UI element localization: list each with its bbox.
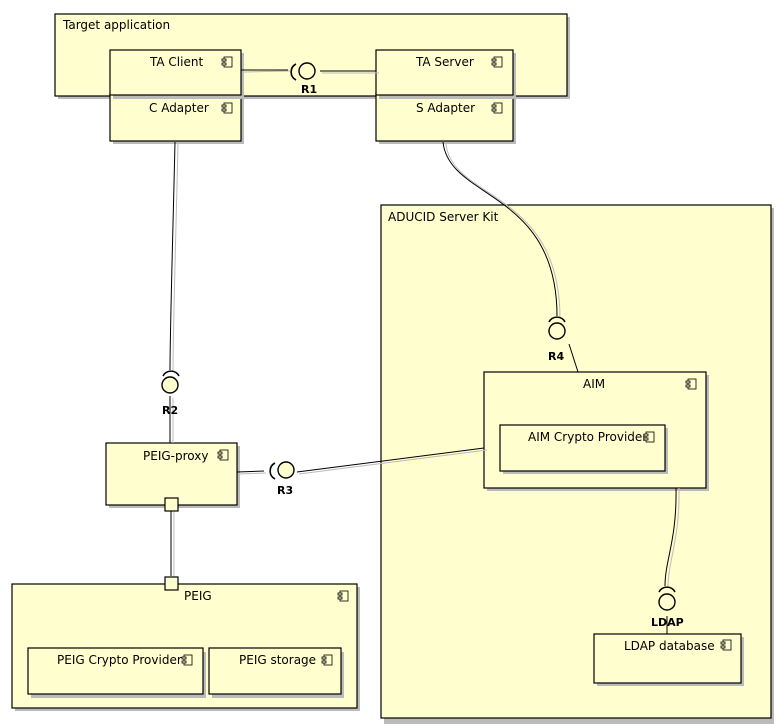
component-label-ta-server: TA Server xyxy=(415,55,474,69)
connector-r3-aim xyxy=(296,447,488,475)
package-label-aducid-server-kit: ADUCID Server Kit xyxy=(388,210,499,224)
component-s-adapter: S Adapter xyxy=(375,92,516,144)
interface-r4: R4 xyxy=(548,316,566,363)
component-aim-crypto-provider: AIM Crypto Provider xyxy=(499,424,668,474)
connector-s-adapter-r4 xyxy=(442,141,561,319)
connector-r4-aim xyxy=(568,343,579,373)
interface-label-r4: R4 xyxy=(548,350,564,363)
component-ta-client: TA Client xyxy=(109,49,244,99)
interface-r3: R3 xyxy=(269,461,295,497)
port-square-peig xyxy=(164,576,179,591)
interface-label-r2: R2 xyxy=(162,404,178,417)
component-label-peig: PEIG xyxy=(184,589,212,603)
component-ta-server: TA Server xyxy=(375,49,516,99)
component-label-peig-crypto-provider: PEIG Crypto Provider xyxy=(57,653,182,667)
component-peig-storage: PEIG storage xyxy=(208,647,344,698)
interface-label-r1: R1 xyxy=(301,83,317,96)
component-peig: PEIG PEIG Crypto Provider PEIG storage xyxy=(11,583,360,711)
interface-r2: R2 xyxy=(161,370,180,417)
port-square-peig-proxy xyxy=(164,497,179,512)
connector-c-adapter-r2 xyxy=(169,141,179,373)
package-label-target-application: Target application xyxy=(62,18,170,32)
component-aim: AIM AIM Crypto Provider xyxy=(483,371,709,491)
interface-r1: R1 xyxy=(290,62,317,96)
component-peig-crypto-provider: PEIG Crypto Provider xyxy=(27,647,206,698)
component-label-ta-client: TA Client xyxy=(149,55,203,69)
component-c-adapter: C Adapter xyxy=(109,92,244,144)
connector-ta-client-r1 xyxy=(241,69,291,73)
interface-ldap: LDAP xyxy=(651,586,684,629)
connector-aim-ldap xyxy=(664,487,680,589)
component-label-ldap-database: LDAP database xyxy=(624,639,715,653)
connector-peig-proxy-peig xyxy=(170,510,175,578)
component-label-aim: AIM xyxy=(583,377,605,391)
component-label-peig-storage: PEIG storage xyxy=(239,653,316,667)
connector-peig-proxy-r3 xyxy=(236,470,267,475)
component-label-aim-crypto-provider: AIM Crypto Provider xyxy=(528,430,647,444)
component-label-peig-proxy: PEIG-proxy xyxy=(143,449,208,463)
component-label-s-adapter: S Adapter xyxy=(416,101,475,115)
interface-label-r3: R3 xyxy=(277,484,293,497)
component-label-c-adapter: C Adapter xyxy=(149,101,209,115)
interface-label-ldap: LDAP xyxy=(651,616,684,629)
connector-r2-peig-proxy xyxy=(169,396,174,443)
connector-r1-ta-server xyxy=(320,70,379,74)
component-ldap-database: LDAP database xyxy=(593,633,744,686)
connectors xyxy=(169,69,680,634)
